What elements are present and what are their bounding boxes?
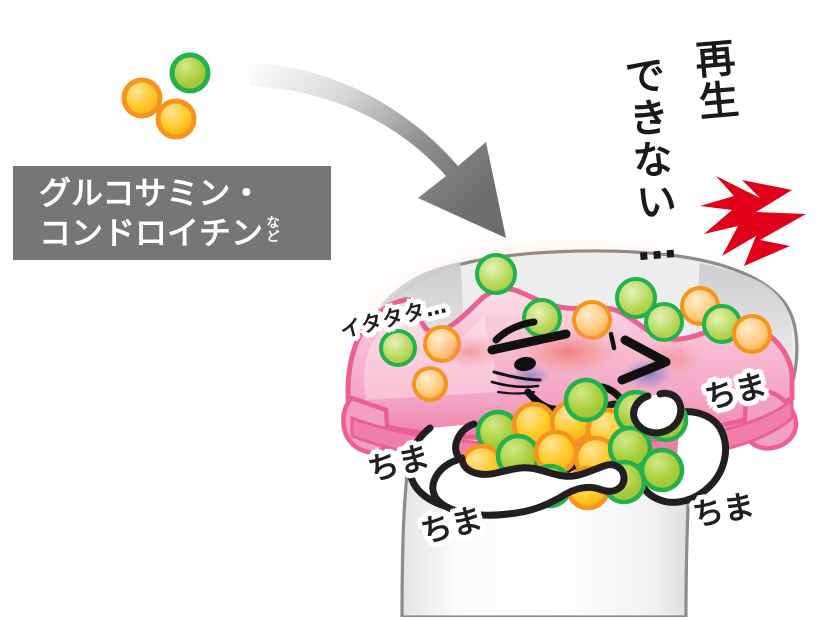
- vertical-text-saisei: 再生: [686, 36, 740, 124]
- green-particle: [615, 277, 657, 319]
- orange-particle: [412, 366, 448, 402]
- eyelid-left: [487, 329, 571, 355]
- supplement-arrow: [246, 62, 506, 238]
- green-particle: [169, 52, 211, 94]
- orange-particle: [732, 314, 772, 354]
- pain-flash-icon: [700, 176, 806, 266]
- stress-line: [490, 380, 540, 389]
- green-particle: [475, 253, 517, 295]
- green-particle: [644, 302, 684, 342]
- orange-particle: [155, 98, 197, 140]
- surface-particle-group: [379, 253, 772, 402]
- pupil-left: [514, 356, 536, 372]
- supplement-label-superscript: な ど: [265, 217, 281, 245]
- supplement-label-line2-wrap: コンドロイチン な ど: [39, 213, 281, 253]
- eyebrow-right: [608, 331, 617, 351]
- right-hand-front: [630, 389, 685, 437]
- supplement-label-box: グルコサミン・ コンドロイチン な ど: [13, 166, 331, 260]
- left-hand-front: [429, 454, 628, 519]
- joint-face: [436, 318, 706, 413]
- orange-particle: [121, 77, 163, 119]
- green-particle: [379, 329, 417, 367]
- superscript-char-2: ど: [266, 230, 280, 245]
- eyebrow-left: [492, 318, 538, 344]
- eye-right-closed: [617, 335, 671, 385]
- stress-line: [492, 370, 542, 382]
- supplement-particle-group: [121, 52, 211, 140]
- arms-foreground: [429, 389, 685, 519]
- green-particle: [639, 447, 685, 493]
- green-particle: [563, 377, 609, 423]
- supplement-label-line2: コンドロイチン: [39, 214, 264, 252]
- supplement-label-line1: グルコサミン・: [39, 174, 263, 212]
- superscript-char-1: な: [266, 216, 280, 231]
- blush-left: [436, 334, 504, 370]
